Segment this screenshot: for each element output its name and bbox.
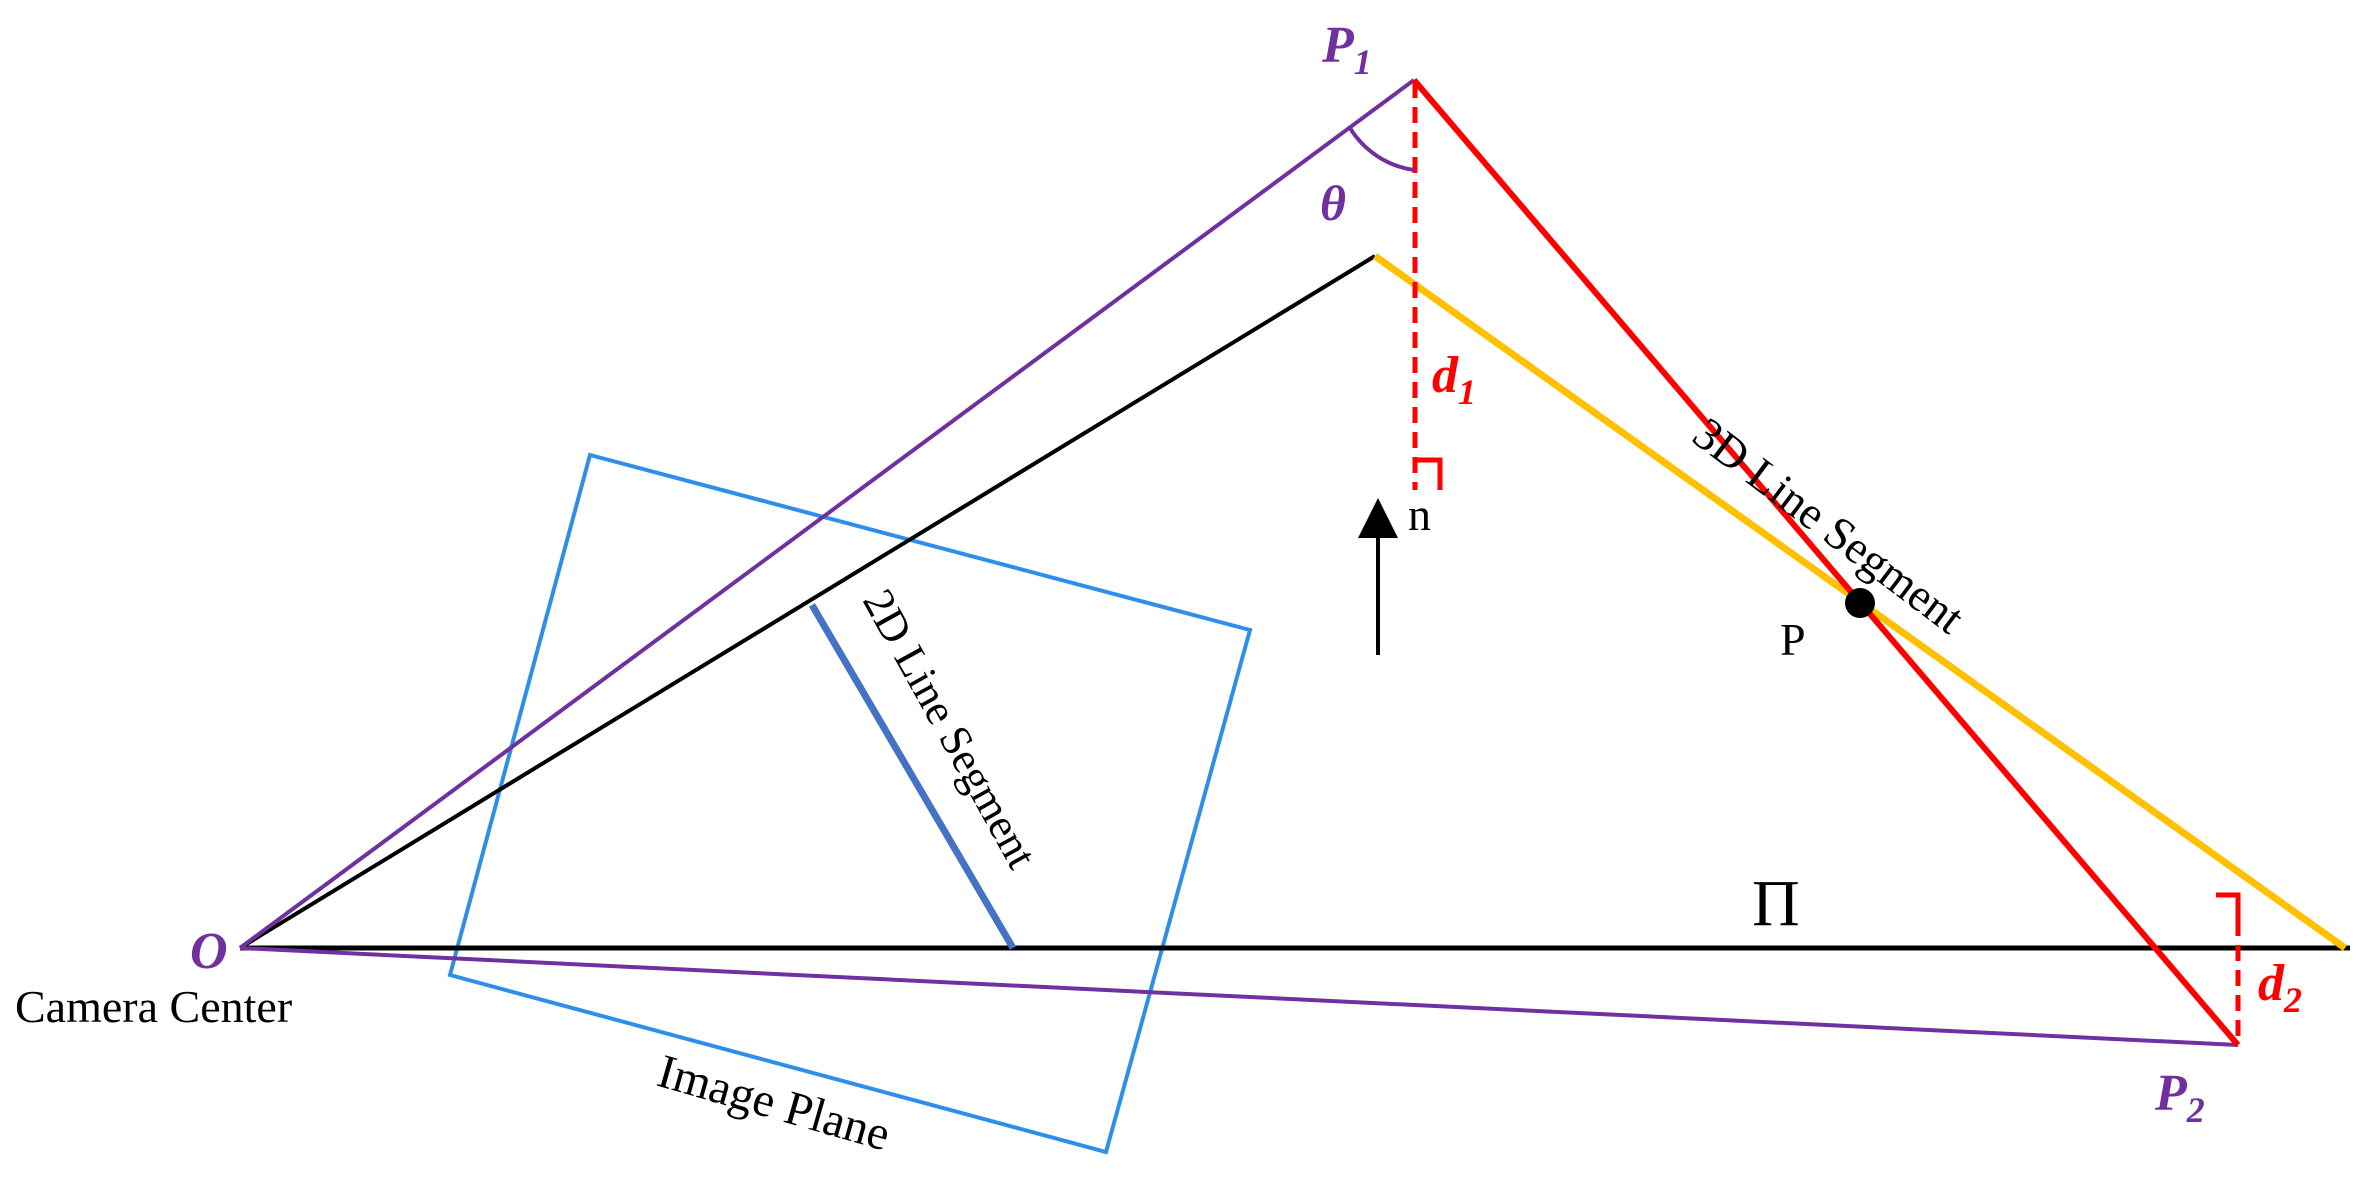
d2-right-angle-mark	[2216, 892, 2241, 920]
segment-3d-line	[1411, 78, 2241, 1047]
label-theta: θ	[1320, 175, 1346, 231]
ray-purple-p2	[239, 946, 2239, 1047]
label-p: P	[1780, 614, 1806, 665]
label-p1: P1	[1321, 17, 1372, 82]
label-camera-center: Camera Center	[15, 981, 292, 1032]
label-p2: P2	[2154, 1065, 2205, 1130]
label-d1: d1	[1432, 347, 1476, 412]
label-o: O	[190, 923, 228, 980]
ray-black	[238, 254, 1377, 950]
label-n: n	[1408, 489, 1431, 540]
image-plane-frame	[447, 452, 1253, 1155]
label-3d-segment: 3D Line Segment	[1684, 407, 1974, 643]
theta-arc	[1348, 126, 1415, 172]
label-plane: Π	[1752, 867, 1800, 940]
label-d2: d2	[2258, 955, 2302, 1020]
segment-2d-line	[808, 603, 1017, 950]
ray-purple-p1	[238, 78, 1416, 950]
point-p-dot	[1845, 588, 1875, 618]
d1-right-angle-mark	[1415, 457, 1443, 490]
